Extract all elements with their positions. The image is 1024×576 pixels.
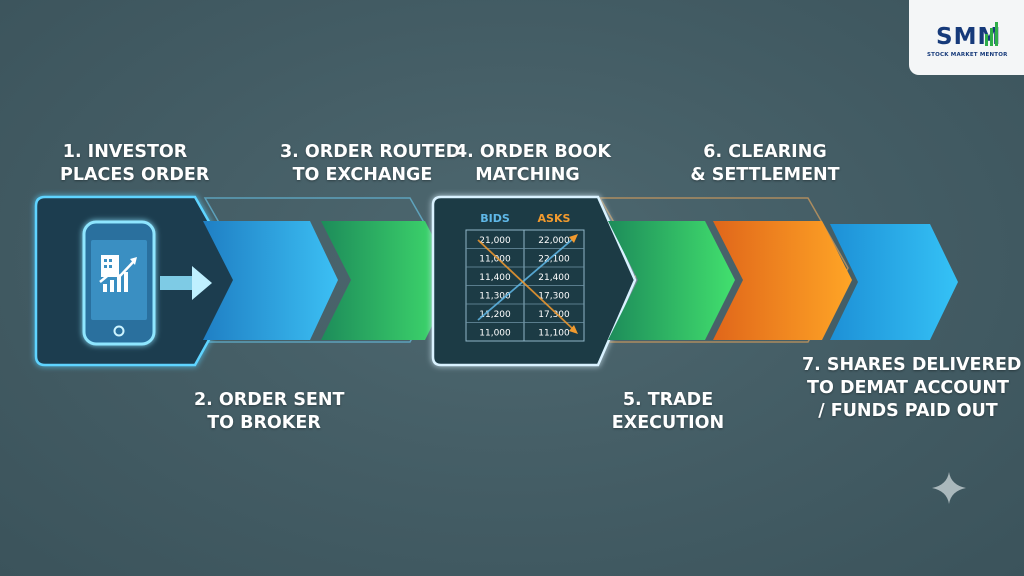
step-6-line-1: 6. CLEARING — [703, 142, 827, 162]
bid-price: 11,000 — [479, 329, 511, 339]
step-3-line-2: TO EXCHANGE — [292, 165, 433, 185]
step-4-line-2: MATCHING — [475, 165, 580, 185]
bid-price: 11,300 — [479, 292, 511, 302]
step-3-label: 3. ORDER ROUTED TO EXCHANGE — [280, 141, 461, 187]
logo-name: SMM — [936, 24, 1002, 50]
ask-price: 22,000 — [538, 236, 570, 246]
growth-chart-icon — [99, 257, 137, 292]
bid-match-arrowhead — [569, 234, 578, 243]
step-1-line-2: PLACES ORDER — [60, 165, 210, 185]
bid-price: 11,400 — [479, 273, 511, 283]
step-5-chevron — [608, 221, 735, 340]
step-7-label: 7. SHARES DELIVERED TO DEMAT ACCOUNT / F… — [802, 354, 1022, 423]
logo-tagline: STOCK MARKET MENTOR — [927, 52, 1008, 58]
step-5-label: 5. TRADE EXECUTION — [608, 389, 728, 435]
step-3-chevron — [321, 221, 455, 340]
order-book-table: BIDS ASKS 21,000 22,000 11,000 22,100 11,400 21… — [465, 212, 585, 342]
step-4-label: 4. ORDER BOOK MATCHING — [455, 141, 611, 187]
step-7-line-2: TO DEMAT ACCOUNT — [807, 378, 1009, 398]
step-7-line-3: / FUNDS PAID OUT — [818, 401, 998, 421]
step-6-label: 6. CLEARING & SETTLEMENT — [685, 141, 845, 187]
sparkle-icon — [932, 472, 966, 504]
step-2-line-1: 2. ORDER SENT — [194, 390, 345, 410]
step-2-chevron — [203, 221, 338, 340]
step-2-label: 2. ORDER SENT TO BROKER — [194, 389, 345, 435]
bid-price: 11,200 — [479, 310, 511, 320]
step-1-line-1: 1. INVESTOR — [62, 142, 188, 162]
ask-match-arrowhead — [569, 325, 578, 334]
logo-bars-icon — [985, 22, 998, 46]
step-5-line-2: EXECUTION — [611, 413, 725, 433]
step-6-chevron — [713, 221, 852, 340]
step-4-line-1: 4. ORDER BOOK — [455, 142, 611, 162]
step-2-line-2: TO BROKER — [207, 413, 321, 433]
ask-price: 21,400 — [538, 273, 570, 283]
right-arrow-icon — [160, 266, 212, 300]
ask-price: 22,100 — [538, 255, 570, 265]
step-7-chevron — [830, 224, 958, 340]
step-5-line-1: 5. TRADE — [622, 390, 714, 410]
ask-price: 17,300 — [538, 292, 570, 302]
step-6-line-2: & SETTLEMENT — [690, 165, 840, 185]
asks-header: ASKS — [538, 212, 571, 225]
ask-price: 17,300 — [538, 310, 570, 320]
step-1-label: 1. INVESTOR PLACES ORDER — [60, 141, 210, 187]
bid-match-arrow — [477, 237, 575, 321]
logo-card — [909, 0, 1024, 75]
bid-price: 21,000 — [479, 236, 511, 246]
ask-match-arrow — [477, 239, 575, 331]
step-7-line-1: 7. SHARES DELIVERED — [802, 355, 1022, 375]
bid-price: 11,000 — [479, 255, 511, 265]
step-3-line-1: 3. ORDER ROUTED — [280, 142, 461, 162]
step-4-card — [431, 195, 637, 367]
ask-price: 11,100 — [538, 329, 570, 339]
bids-header: BIDS — [480, 212, 510, 225]
building-icon — [101, 255, 119, 277]
